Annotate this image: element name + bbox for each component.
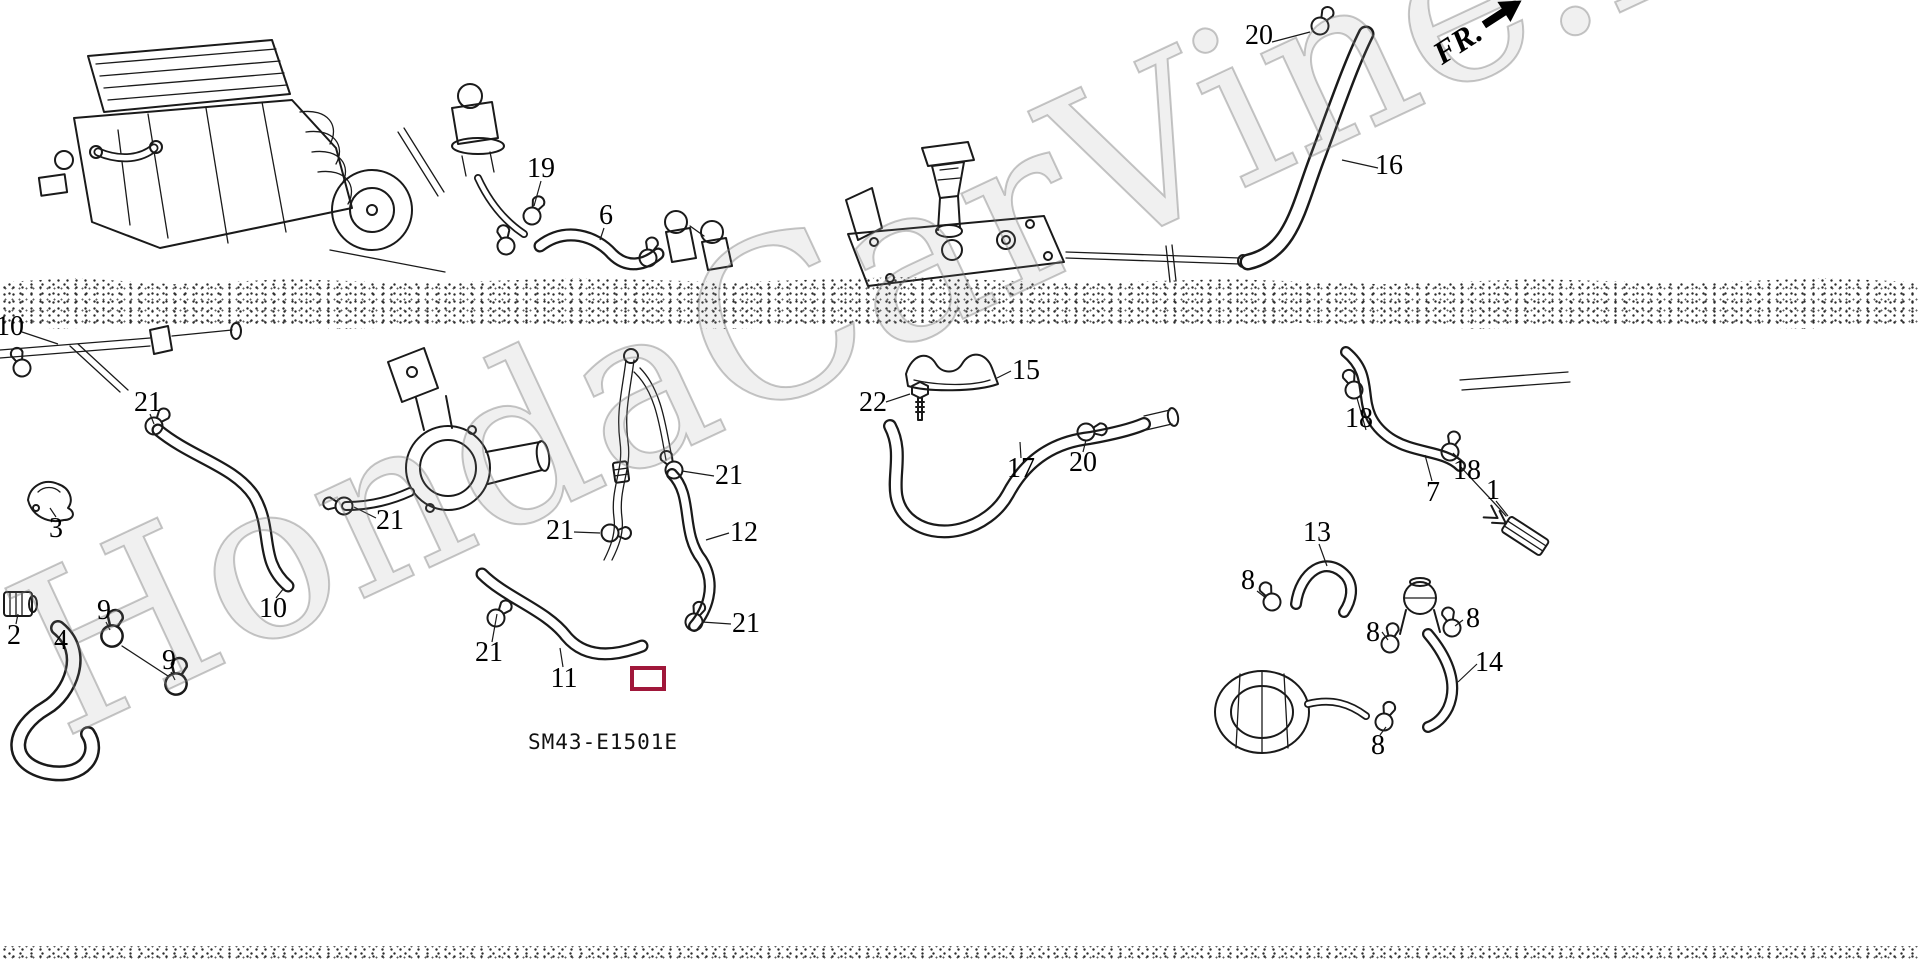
hose-13 <box>1290 560 1357 618</box>
part-number-label[interactable]: 21 <box>732 608 760 639</box>
hose-11 <box>475 567 649 661</box>
clamp-icon <box>519 192 550 229</box>
purge-pipe <box>1065 244 1249 283</box>
fr-direction-marker: FR. <box>1426 0 1531 71</box>
part-number-label[interactable]: 20 <box>1069 447 1097 478</box>
part-number-label[interactable]: 19 <box>527 153 555 184</box>
highlight-box[interactable] <box>630 666 666 691</box>
part-number-label[interactable]: 17 <box>1007 453 1035 484</box>
fr-arrow-icon <box>1481 0 1522 29</box>
part-number-label[interactable]: 15 <box>1012 355 1040 386</box>
part-number-label[interactable]: 2 <box>7 620 21 651</box>
part-number-label[interactable]: 9 <box>162 645 176 676</box>
control-canister <box>1214 670 1401 754</box>
leader-lines <box>15 31 1509 736</box>
part-number-label[interactable]: 7 <box>1426 477 1440 508</box>
part-number-label[interactable]: 11 <box>550 663 578 694</box>
part-number-label[interactable]: 14 <box>1475 647 1503 678</box>
part-number-label[interactable]: 8 <box>1371 730 1385 761</box>
hose-17 <box>883 407 1180 539</box>
clamp-icon <box>600 523 632 543</box>
egr-valve-assembly <box>845 141 1065 287</box>
clamp-icon <box>1379 620 1404 655</box>
clamp-icon <box>1437 604 1464 640</box>
fitting-1 <box>1482 504 1550 556</box>
part-number-label[interactable]: 21 <box>376 505 404 536</box>
part-number-label[interactable]: 21 <box>546 515 574 546</box>
clamp-icon <box>1254 578 1285 615</box>
part-number-label[interactable]: 22 <box>859 387 887 418</box>
diagram-code: SM43-E1501E <box>528 730 679 754</box>
hose-4 <box>10 620 101 782</box>
hose-7 <box>1337 346 1571 517</box>
part-number-label[interactable]: 10 <box>0 311 24 342</box>
fast-idle-valve <box>451 83 550 257</box>
part-number-label[interactable]: 4 <box>54 625 68 656</box>
clamps-9 <box>98 607 193 698</box>
part-number-label[interactable]: 1 <box>1486 475 1500 506</box>
part-number-label[interactable]: 8 <box>1466 603 1480 634</box>
part-number-label[interactable]: 21 <box>715 460 743 491</box>
engine-assembly <box>37 39 446 273</box>
clamp-icon <box>1307 2 1339 39</box>
clamp-icon <box>5 344 34 380</box>
clamp-bracket-3 <box>27 481 74 522</box>
part-number-label[interactable]: 6 <box>599 200 613 231</box>
part-number-label[interactable]: 21 <box>475 637 503 668</box>
joint-2 <box>3 591 38 617</box>
hose-14 <box>1422 628 1459 733</box>
hose-10 <box>141 403 295 593</box>
part-number-label[interactable]: 3 <box>49 513 63 544</box>
part-number-label[interactable]: 8 <box>1241 565 1255 596</box>
part-number-label[interactable]: 18 <box>1453 455 1481 486</box>
part-number-label[interactable]: 12 <box>730 517 758 548</box>
hose-6 <box>533 228 665 271</box>
tear-band <box>0 277 1920 329</box>
center-pipe <box>600 348 673 561</box>
clamp-icon <box>1372 698 1401 734</box>
water-pipe-left <box>0 322 242 393</box>
thermostat-housing <box>320 347 551 517</box>
bracket-15 <box>905 353 999 392</box>
part-number-label[interactable]: 20 <box>1245 20 1273 51</box>
part-number-label[interactable]: 9 <box>97 595 111 626</box>
part-number-label[interactable]: 13 <box>1303 517 1331 548</box>
part-number-label[interactable]: 10 <box>259 593 287 624</box>
part-number-label[interactable]: 18 <box>1345 403 1373 434</box>
part-number-label[interactable]: 16 <box>1375 150 1403 181</box>
hose-16 <box>1239 2 1375 271</box>
hose-12 <box>655 446 716 634</box>
part-number-label[interactable]: 21 <box>134 387 162 418</box>
bottom-edge-band <box>0 946 1920 959</box>
solenoid-valve-assembly <box>664 210 733 271</box>
part-number-label[interactable]: 8 <box>1366 617 1380 648</box>
water-valve <box>1254 577 1464 655</box>
